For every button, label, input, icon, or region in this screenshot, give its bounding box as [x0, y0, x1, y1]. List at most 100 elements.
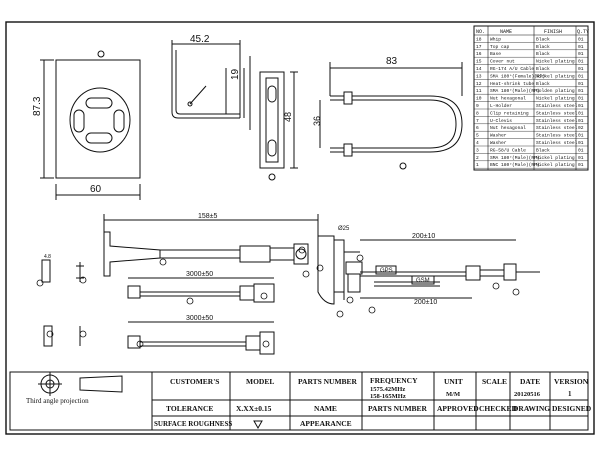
- title-block: [9, 371, 589, 431]
- bom-cell: Stainless steel: [536, 133, 578, 139]
- gps-label: GPS: [380, 268, 393, 274]
- bom-cell: Clip retaining: [490, 110, 529, 116]
- callout-bubble: [492, 282, 500, 290]
- side-plate-view: [259, 71, 298, 181]
- bom-cell: 8: [476, 110, 479, 116]
- bom-cell: Black: [536, 44, 550, 50]
- dim-cable-len1: 158±5: [198, 213, 218, 220]
- bom-cell: 14: [476, 66, 482, 72]
- bom-cell: SMA 180°(Male)(RP): [490, 88, 540, 94]
- bom-cell: Washer: [490, 133, 507, 139]
- bom-cell: Nickel plating: [536, 59, 575, 65]
- callout-bubble: [36, 279, 44, 287]
- dim-top-width: 45.2: [190, 34, 210, 45]
- callout-bubble: [260, 292, 268, 300]
- callout-bubble: [316, 264, 324, 272]
- dim-bracket-height: 19: [230, 68, 241, 80]
- bom-cell: Black: [536, 51, 550, 57]
- gsm-label: GSM: [416, 278, 430, 284]
- tb-appearance: APPEARANCE: [300, 419, 352, 428]
- tb-version-value: 1: [568, 390, 572, 398]
- bom-cell: 01: [578, 88, 584, 94]
- callout-bubble: [46, 330, 54, 338]
- tb-name: NAME: [314, 404, 337, 413]
- bom-cell: 01: [578, 162, 584, 168]
- bom-cell: Base: [490, 51, 501, 57]
- bom-cell: Stainless steel: [536, 118, 578, 124]
- bom-cell: 3: [476, 147, 479, 153]
- bom-cell: Stainless steel: [536, 103, 578, 109]
- bom-cell: Nickel plating: [536, 162, 575, 168]
- tb-parts-number-2: PARTS NUMBER: [368, 404, 428, 413]
- callout-bubble: [356, 254, 364, 262]
- tb-model: MODEL: [246, 377, 274, 386]
- bom-cell: 18: [476, 36, 482, 42]
- callout-bubble: [262, 340, 270, 348]
- bom-cell: 16: [476, 51, 482, 57]
- bom-cell: BNC 180°(Male)(RP): [490, 162, 540, 168]
- bom-cell: 01: [578, 59, 584, 65]
- tb-date: DATE: [520, 377, 540, 386]
- dim-ubolt-width: 83: [386, 56, 398, 67]
- bom-cell: 01: [578, 140, 584, 146]
- bom-cell: 1: [476, 162, 479, 168]
- bom-cell: Stainless steel: [536, 110, 578, 116]
- bom-cell: Whip: [490, 36, 501, 42]
- bom-cell: Black: [536, 147, 550, 153]
- bom-cell: Golden plating: [536, 88, 575, 94]
- dim-cable-len3: 200±10: [414, 299, 437, 306]
- mounting-plate-view: [40, 50, 141, 200]
- callout-bubble: [186, 297, 194, 305]
- tb-tolerance-value: X.XX±0.15: [236, 404, 272, 413]
- tb-checked: CHECKED: [479, 404, 518, 413]
- bom-cell: 01: [578, 66, 584, 72]
- bom-cell: U-Clevis: [490, 118, 512, 124]
- bom-cell: Heat-shrink tube: [490, 81, 534, 87]
- tb-customer: CUSTOMER'S: [170, 377, 219, 386]
- bom-cell: Nickel plating: [536, 96, 575, 102]
- tb-freq1: 1575.42MHz: [370, 386, 405, 393]
- bom-cell: Nickel plating: [536, 73, 575, 79]
- bom-cell: 01: [578, 155, 584, 161]
- bom-cell: Nickel plating: [536, 155, 575, 161]
- tb-date-value: 20120516: [514, 391, 541, 398]
- tb-tolerance: TOLERANCE: [166, 404, 213, 413]
- l-bracket-view: [171, 40, 251, 130]
- tb-surface: SURFACE ROUGHNESS: [154, 420, 232, 428]
- bom-cell: Stainless steel: [536, 125, 578, 131]
- dim-pigtail1: 3000±50: [186, 271, 213, 278]
- tb-version: VERSION: [554, 377, 589, 386]
- callout-bubble: [136, 340, 144, 348]
- bom-cell: Top cap: [490, 44, 510, 50]
- bom-cell: Stainless steel: [536, 140, 578, 146]
- bom-cell: 10: [476, 96, 482, 102]
- bom-cell: 01: [578, 110, 584, 116]
- bom-cell: Cover nut: [490, 59, 515, 65]
- bom-header-qty: Q.TY: [577, 29, 589, 35]
- bom-cell: SMA 180°(Male)(RP): [490, 155, 540, 161]
- callout-bubble: [79, 276, 87, 284]
- bom-cell: L-Holder: [490, 103, 512, 109]
- bom-cell: 12: [476, 81, 482, 87]
- bom-cell: 7: [476, 118, 479, 124]
- bom-cell: 01: [578, 44, 584, 50]
- u-bolt-view: [319, 62, 463, 170]
- bom-cell: 01: [578, 103, 584, 109]
- bom-cell: 01: [578, 51, 584, 57]
- callout-bubble: [298, 246, 306, 254]
- bom-cell: RG-174 A/U Cable: [490, 66, 534, 72]
- bom-header-finish: FINISH: [544, 29, 562, 35]
- dim-diameter: Ø25: [338, 226, 350, 232]
- bom-cell: 01: [578, 96, 584, 102]
- bom-cell: Nut hexagonal: [490, 96, 526, 102]
- bom-cell: RG-58/U Cable: [490, 147, 526, 153]
- dim-plate-height: 87.3: [32, 96, 43, 116]
- callout-bubble: [302, 270, 310, 278]
- dim-small: 4.8: [44, 254, 51, 260]
- callout-bubble: [368, 306, 376, 314]
- tb-freq2: 158-165MHz: [370, 393, 406, 400]
- tb-frequency: FREQUENCY: [370, 376, 418, 385]
- bom-cell: 01: [578, 36, 584, 42]
